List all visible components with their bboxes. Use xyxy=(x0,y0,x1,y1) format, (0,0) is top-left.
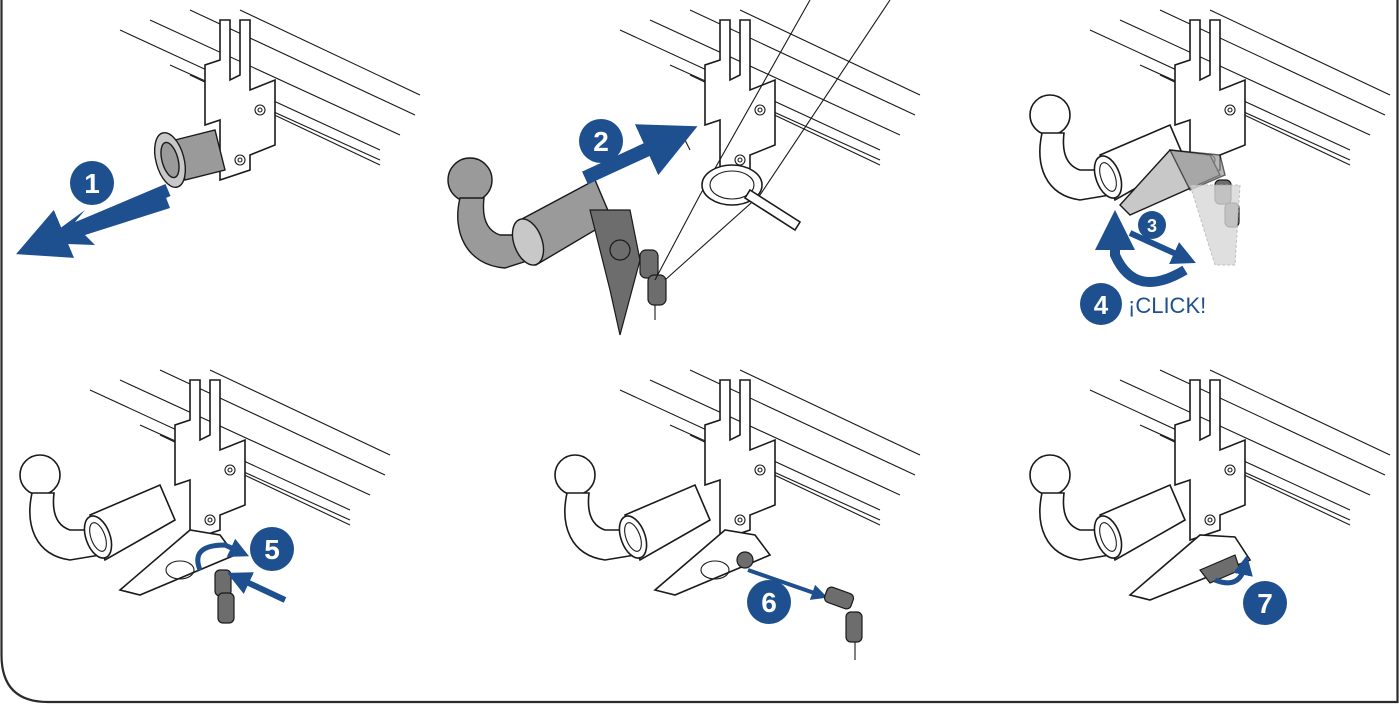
key-step-2 xyxy=(640,250,666,320)
arrow-step-5-push xyxy=(238,578,285,600)
step-5-number: 5 xyxy=(264,534,280,565)
badge-step-7: 7 xyxy=(1243,581,1287,625)
badge-step-4: 4 xyxy=(1080,283,1122,325)
step-4-number: 4 xyxy=(1094,290,1109,320)
step-6-number: 6 xyxy=(761,587,777,618)
key-step-6 xyxy=(823,586,862,660)
step-3-number: 3 xyxy=(1147,216,1157,236)
step-1-number: 1 xyxy=(84,168,100,199)
badge-step-6: 6 xyxy=(747,580,791,624)
step-7-number: 7 xyxy=(1257,588,1273,619)
badge-step-2: 2 xyxy=(579,119,623,163)
panel-step-1 xyxy=(120,10,420,191)
badge-step-3: 3 xyxy=(1138,211,1166,239)
panel-step-2 xyxy=(620,10,920,180)
badge-step-5: 5 xyxy=(250,527,294,571)
step-2-number: 2 xyxy=(593,126,609,157)
click-caption: ¡CLICK! xyxy=(1128,293,1206,318)
ball-neck-step-2 xyxy=(448,158,640,335)
badge-step-1: 1 xyxy=(70,161,114,205)
